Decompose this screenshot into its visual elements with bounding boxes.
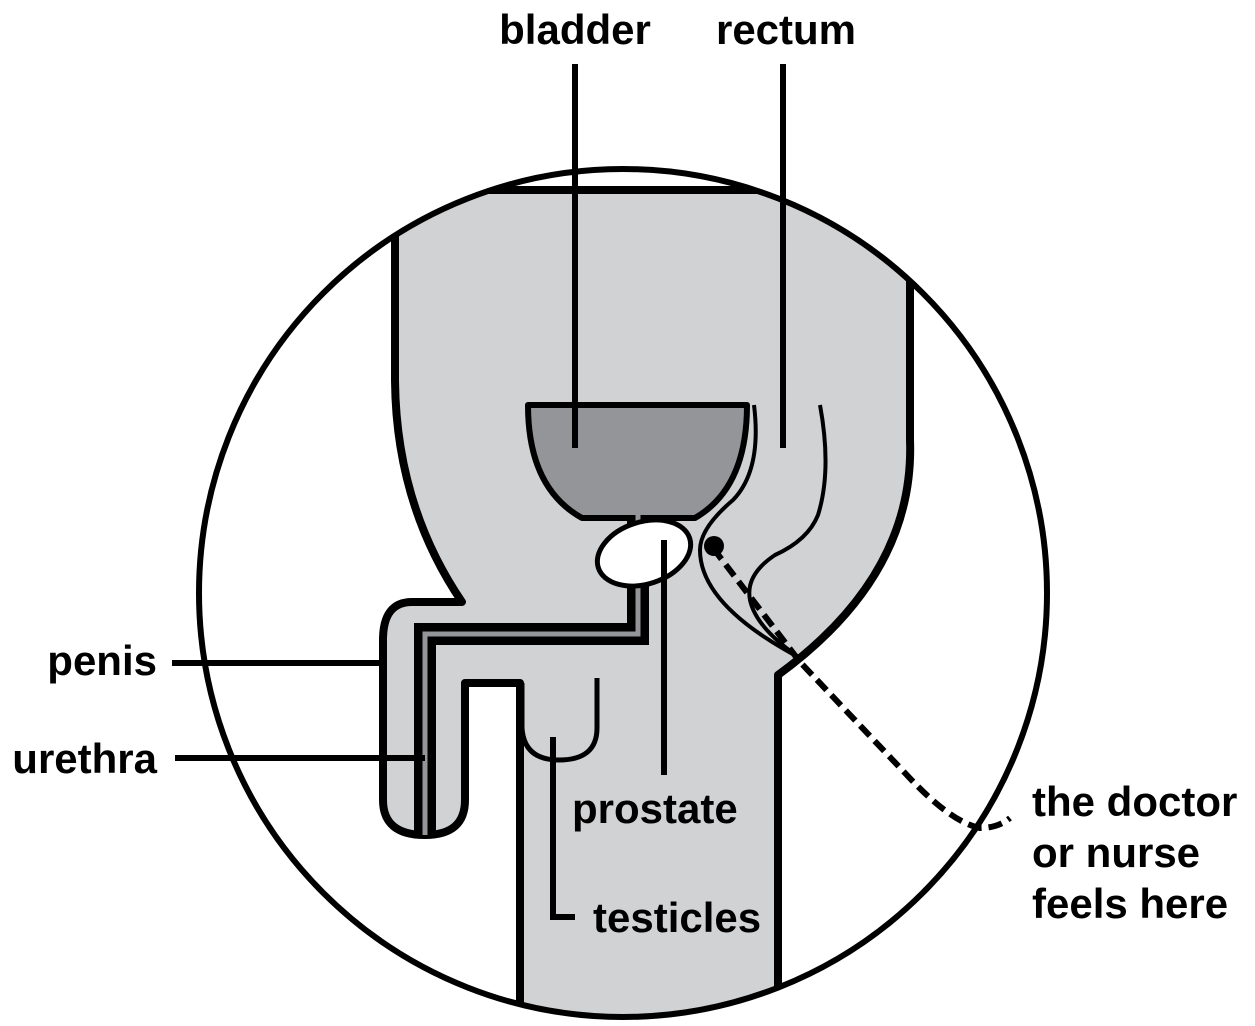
label-prostate: prostate <box>572 785 738 832</box>
label-testicles: testicles <box>593 894 761 941</box>
label-bladder: bladder <box>499 6 651 53</box>
bladder-shape <box>528 405 747 518</box>
label-rectum: rectum <box>716 6 856 53</box>
exam-point-dot <box>704 536 724 556</box>
label-urethra: urethra <box>12 735 157 782</box>
label-exam-note-line1: the doctor <box>1032 778 1237 825</box>
label-exam-note-line3: feels here <box>1032 880 1228 927</box>
label-penis: penis <box>47 637 157 684</box>
label-exam-note-line2: or nurse <box>1032 829 1200 876</box>
